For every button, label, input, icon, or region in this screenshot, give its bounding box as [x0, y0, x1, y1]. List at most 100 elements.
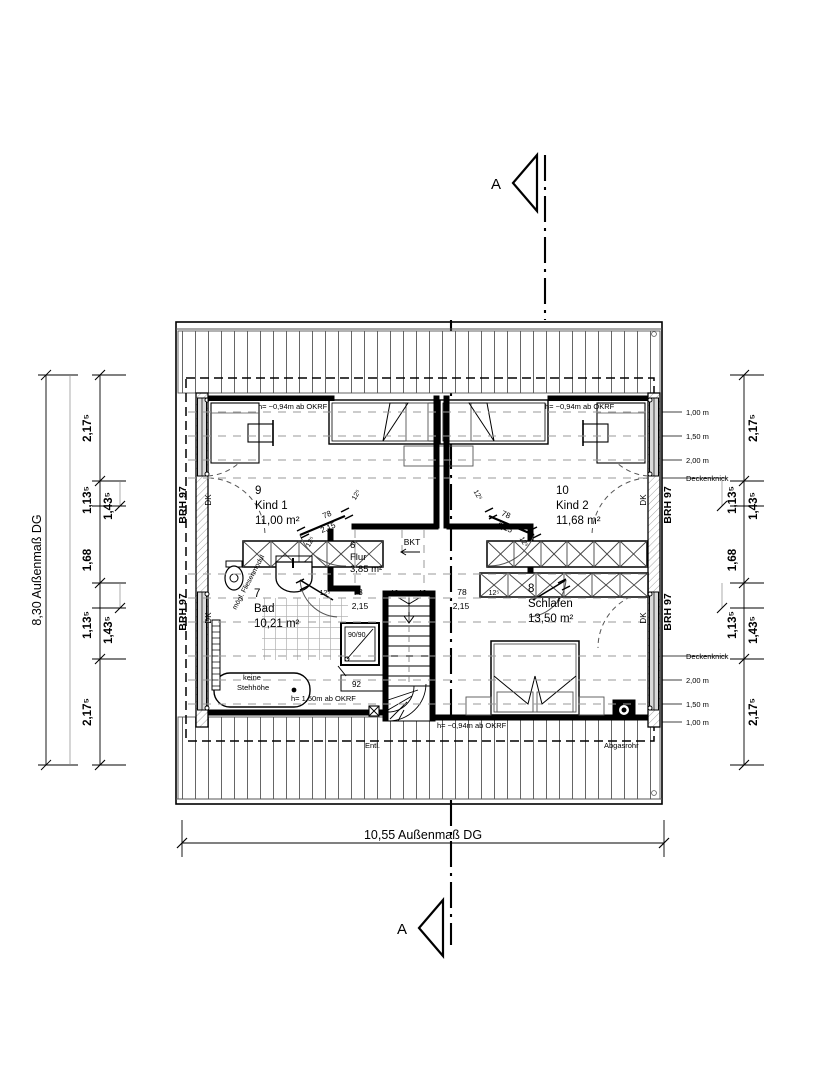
height-tick-labels-lower	[662, 655, 727, 723]
height-tick-2-00-lower: 2,00 m	[686, 676, 709, 685]
keine-stehhoehe-line1: keine	[243, 673, 261, 682]
height-tick-2-00: 2,00 m	[686, 456, 709, 465]
height-tick-1-50-lower: 1,50 m	[686, 700, 709, 709]
dk-label-right-lower: DK	[639, 612, 648, 624]
wall-thickness-stair-right: 12⁵	[419, 590, 430, 597]
window-left-lower	[197, 591, 210, 711]
room-area: 11,68 m²	[556, 515, 601, 527]
door-kind1	[296, 507, 354, 567]
okrf-note-bath: h= 1,50m ab OKRF	[291, 694, 356, 703]
room-name: Bad	[254, 603, 274, 615]
room-name: Flur	[350, 552, 366, 563]
dk-label-right-upper: DK	[639, 494, 648, 506]
wall-thickness: 12⁵	[305, 536, 316, 549]
keine-stehhoehe-line2: Stehhöhe	[237, 683, 269, 692]
room-name: Schlafen	[528, 598, 573, 610]
okrf-note-left: h= ~0,94m ab OKRF	[258, 402, 328, 411]
wall-thickness: 12⁵	[320, 590, 331, 597]
brh-label-right-upper: BRH 97	[662, 486, 674, 524]
door-kind2	[484, 507, 542, 567]
wall-thickness-stair-left: 12⁵	[391, 590, 402, 597]
room-area: 3,85 m²	[350, 564, 382, 575]
roof-slope-contours	[188, 411, 650, 705]
abgasrohr-label: Abgasrohr	[604, 741, 639, 750]
overall-horizontal-dimension: 10,55 Außenmaß DG	[364, 828, 482, 842]
plan-axis-dashed	[354, 530, 425, 586]
door-tag-schlafen: 78 2,15 12⁵	[453, 587, 500, 611]
room-label-kind2: 10 Kind 2 11,68 m²	[556, 485, 601, 527]
section-marker-bottom-label: A	[397, 921, 407, 938]
shaft-92-label: 92	[352, 680, 361, 689]
dim-label: 1,43⁵	[748, 616, 760, 644]
shaft-90-label: 90/90	[348, 632, 366, 639]
room-label-kind1: 9 Kind 1 11,00 m²	[255, 485, 300, 527]
dim-label: 2,17⁵	[748, 698, 760, 726]
okrf-note-bottom: h= ~0,94m ab OKRF	[437, 721, 507, 730]
brh-label-left-lower: BRH 97	[177, 593, 189, 631]
room-area: 10,21 m²	[254, 618, 300, 630]
dimension-chain-left	[38, 369, 126, 771]
dim-label: 1,13⁵	[727, 611, 739, 639]
room-label-bad: 7 Bad 10,21 m²	[254, 588, 300, 630]
room-number: 10	[556, 485, 569, 497]
wall-thickness: 12⁵	[472, 489, 483, 502]
room-name: Kind 2	[556, 500, 589, 512]
dim-label: 1,13⁵	[82, 611, 94, 639]
door-height: 2,15	[352, 601, 369, 611]
window-right-upper	[647, 397, 659, 477]
entl-label: Entl.	[365, 741, 380, 750]
chimney-abgasrohr	[612, 699, 636, 721]
door-tag-bad: 78 2,15 12⁵	[320, 587, 369, 611]
window-left-upper	[197, 397, 210, 477]
door-kind2-interior	[591, 477, 649, 537]
dim-label: 2,17⁵	[82, 698, 94, 726]
room-label-schlafen: 8 Schlafen 13,50 m²	[528, 583, 574, 625]
door-schlafen	[528, 578, 571, 618]
dim-label: 2,17⁵	[82, 414, 94, 442]
dim-label: 1,68	[727, 548, 739, 571]
door-kind1-interior	[208, 477, 266, 537]
okrf-note-right: h= ~0,94m ab OKRF	[545, 402, 615, 411]
dim-label: 1,68	[82, 548, 94, 571]
deckenknick-label-lower: Deckenknick	[686, 652, 729, 661]
shaft-92: 92	[337, 665, 384, 692]
height-tick-1-00: 1,00 m	[686, 408, 709, 417]
section-marker-top: A	[491, 152, 539, 214]
dk-label-left-lower: DK	[204, 612, 213, 624]
dim-label: 1,43⁵	[103, 616, 115, 644]
dimension-chain-bottom	[176, 820, 670, 857]
door-width: 78	[457, 587, 467, 597]
dim-label: 1,43⁵	[103, 492, 115, 520]
bkt-label: BKT	[404, 537, 421, 547]
wall-thickness: 12⁵	[518, 536, 529, 549]
roof-outline	[175, 321, 663, 805]
door-width: 78	[321, 509, 333, 521]
height-tick-labels-upper	[662, 411, 727, 479]
wall-thickness: 12⁵	[351, 489, 362, 502]
shaft-90x90: 90/90	[340, 622, 380, 666]
wc-fixture	[224, 560, 244, 591]
room-number: 6	[350, 540, 355, 551]
overall-vertical-dimension: 8,30 Außenmaß DG	[30, 514, 44, 625]
dk-label-left-upper: DK	[204, 494, 213, 506]
dim-label: 1,43⁵	[748, 492, 760, 520]
section-line-a-a	[449, 155, 547, 945]
room-area: 13,50 m²	[528, 613, 574, 625]
dormer-window-right	[438, 399, 549, 467]
dormer-window-left	[328, 399, 439, 467]
door-width: 78	[500, 509, 512, 521]
room-number: 7	[254, 588, 260, 600]
knee-wall-closet-schlafen	[479, 572, 649, 598]
knee-wall-closet-kind2	[486, 540, 648, 568]
bkt-marker: BKT	[400, 537, 421, 556]
bathroom-fixtures	[211, 555, 348, 708]
window-right-lower	[647, 591, 659, 711]
furniture-double-bed	[465, 640, 605, 716]
door-height: 2,15	[453, 601, 470, 611]
dim-label: 2,17⁵	[748, 414, 760, 442]
room-label-flur: 6 Flur 3,85 m²	[350, 540, 382, 575]
door-width: 78	[353, 587, 363, 597]
room-number: 9	[255, 485, 261, 497]
